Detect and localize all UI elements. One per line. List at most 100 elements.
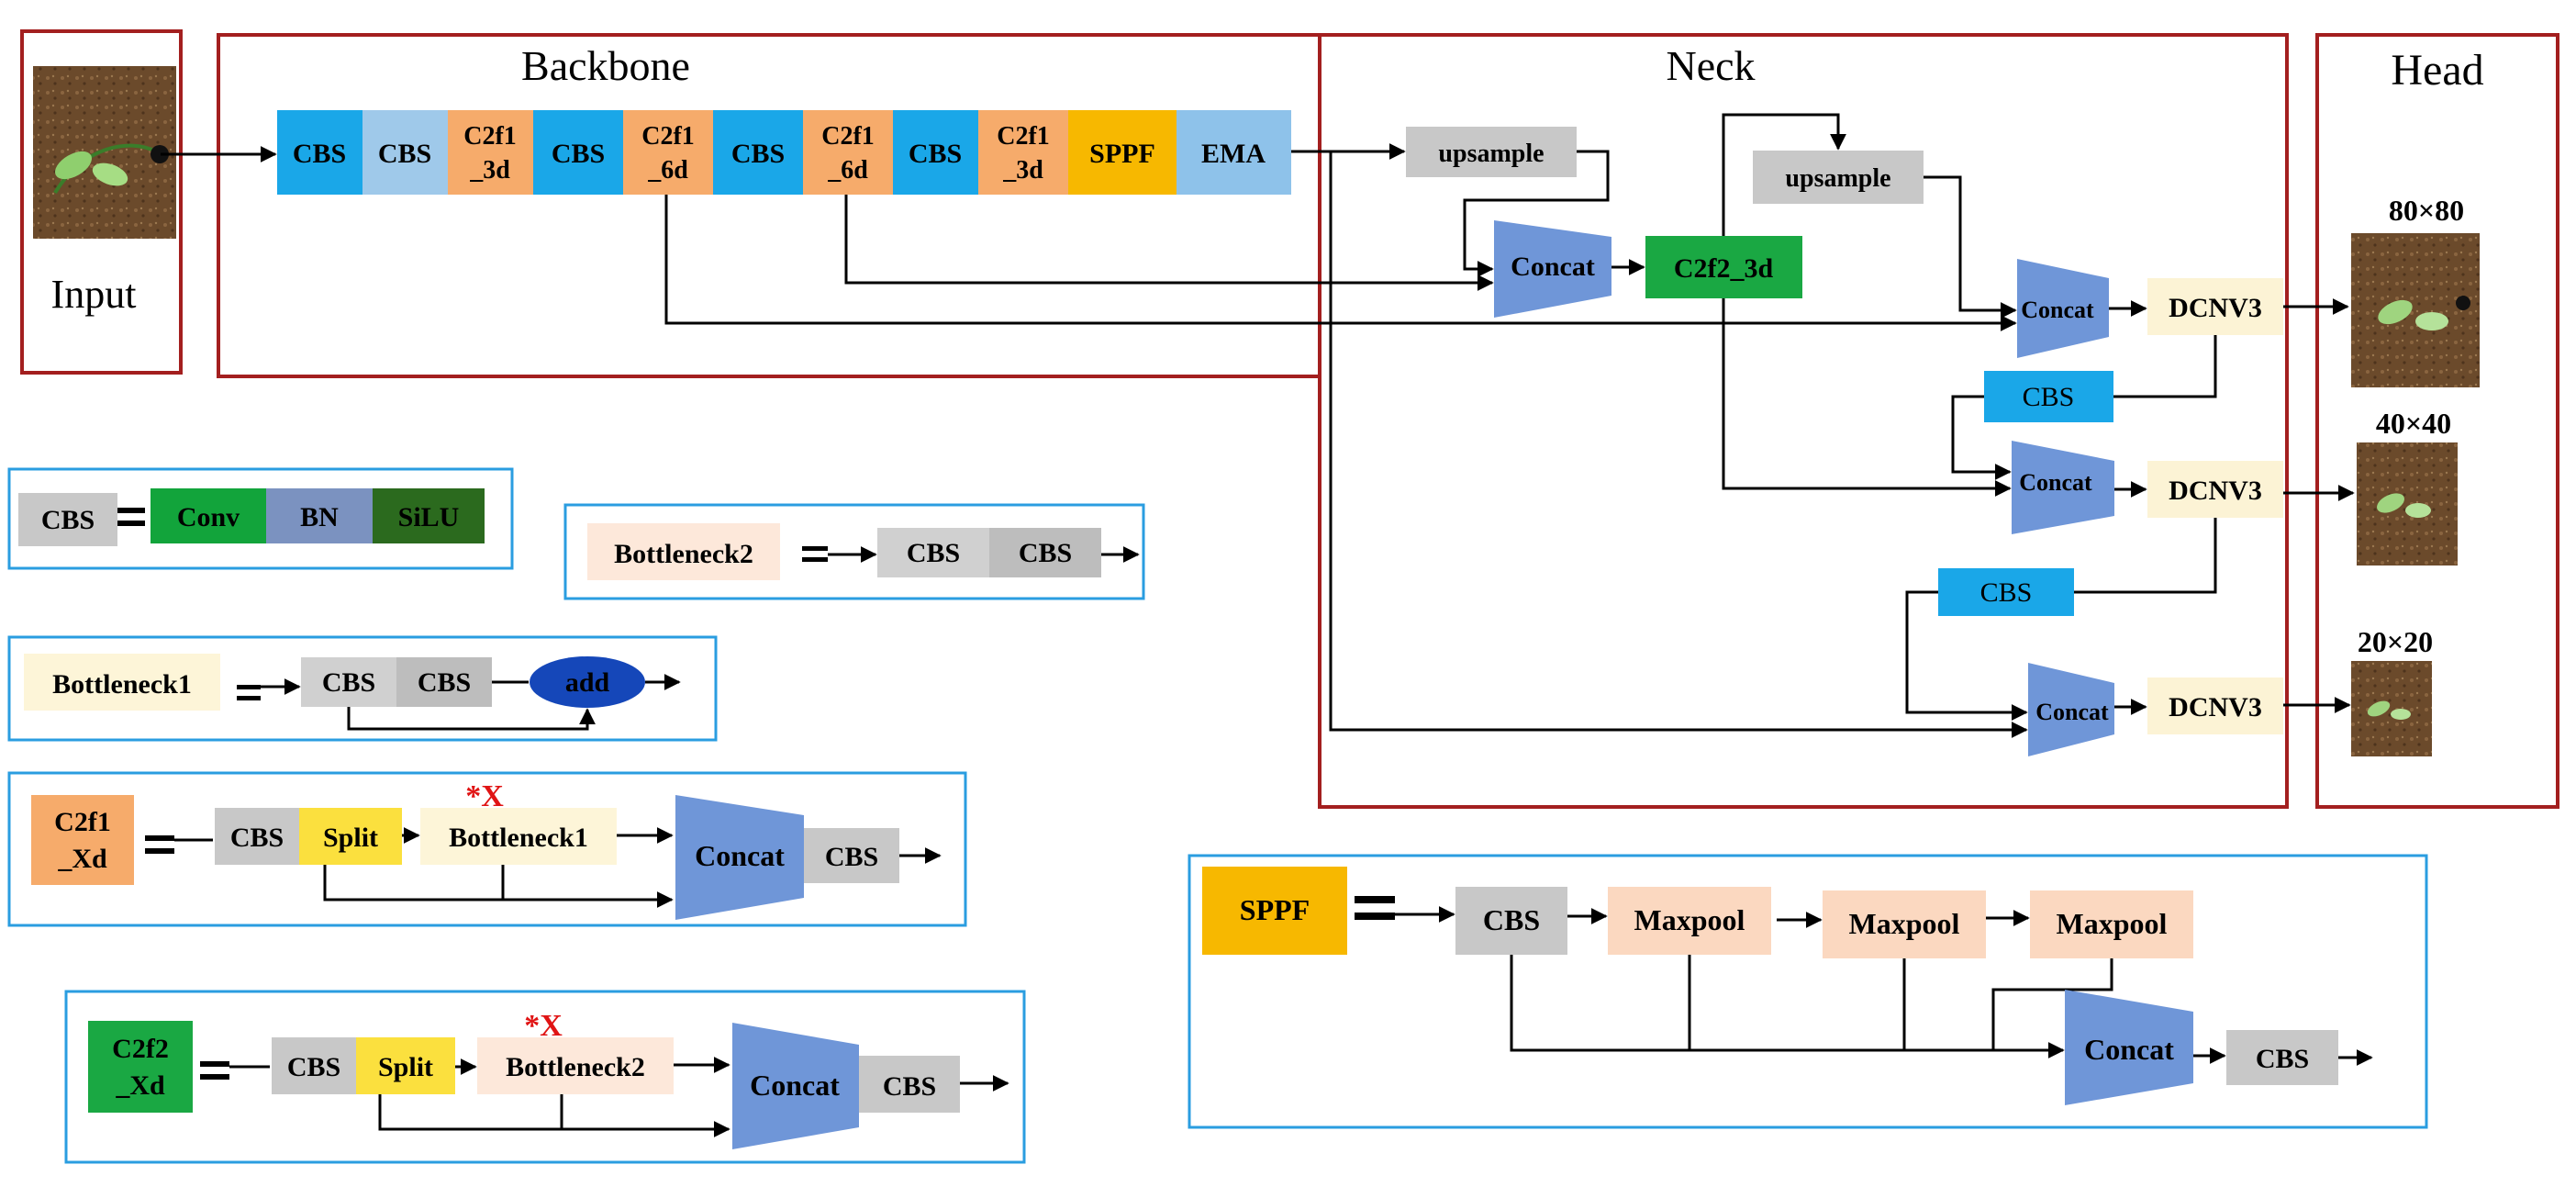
equals-sign-bottleneck1 <box>237 685 261 689</box>
legend-c2f1-split-box <box>299 808 402 865</box>
equals-sign-bottleneck2 <box>802 546 828 551</box>
legend-c2f1-split: Split <box>323 823 378 853</box>
neck-cbs-1-box <box>1984 371 2113 422</box>
legend-c2f2-cbs-out: CBS <box>883 1071 936 1102</box>
legend-b2-cbs-2-box <box>989 528 1101 577</box>
legend-add: add <box>565 667 610 698</box>
legend-c2f2-concat-shape <box>732 1023 859 1149</box>
legend-maxpool-2: Maxpool <box>1849 907 1960 940</box>
legend-silu-box <box>373 488 485 543</box>
neck-frame <box>1318 33 2289 809</box>
bb-cbs-4: CBS <box>731 139 785 169</box>
head-title: Head <box>2391 46 2483 95</box>
neck-c2f2-box <box>1645 236 1802 298</box>
legend-cbs-name: CBS <box>41 505 95 535</box>
legend-bottleneck1-name-box <box>24 654 220 711</box>
equals-sign-sppf-b <box>1355 913 1395 920</box>
legend-bottleneck2-frame <box>563 503 1145 600</box>
legend-cbs-frame <box>7 467 514 570</box>
legend-c2f2-bottleneck-box <box>477 1037 674 1094</box>
neck-concat-4: Concat <box>2035 699 2109 725</box>
neck-concat-1-shape <box>1494 220 1611 318</box>
neck-dcnv-2-box <box>2147 461 2283 518</box>
legend-sppf-name-box <box>1202 867 1347 955</box>
neck-title: Neck <box>1666 42 1755 89</box>
legend-b1-cbs-1: CBS <box>322 667 375 698</box>
legend-c2f2-skip <box>378 1094 730 1137</box>
legend-sppf-concat: Concat <box>2084 1033 2174 1066</box>
legend-c2f1-concat: Concat <box>695 839 785 872</box>
head-output-image-80 <box>2351 233 2480 387</box>
neck-dcnv-1-box <box>2147 278 2283 335</box>
equals-sign-c2f2 <box>200 1061 229 1067</box>
legend-c2f2-split-box <box>356 1037 455 1094</box>
backbone-title: Backbone <box>521 42 690 89</box>
neck-concat-4-shape <box>2028 663 2114 756</box>
legend-c2f1-frame <box>7 771 967 927</box>
legend-c2f1-bottleneck-box <box>420 808 617 865</box>
equals-sign-bottleneck2-b <box>802 557 828 562</box>
head-output-image-20 <box>2351 661 2432 756</box>
neck-dcnv-1: DCNV3 <box>2169 293 2262 323</box>
legend-b1-cbs-2-box <box>396 657 492 707</box>
legend-c2f1-name-suffix: _Xd <box>57 844 107 874</box>
legend-maxpool-1: Maxpool <box>1634 903 1745 936</box>
head-output-image-40 <box>2357 442 2458 566</box>
legend-c2f2-name-suffix: _Xd <box>115 1070 165 1101</box>
legend-sppf-cbs-box <box>1455 887 1567 955</box>
backbone-blocks <box>277 110 1291 195</box>
neck-upsample-1-box <box>1406 127 1577 177</box>
legend-maxpool-3-box <box>2030 890 2193 958</box>
bb-c2f1-6d-a-suffix: _6d <box>647 156 688 185</box>
legend-b1-residual <box>347 707 596 731</box>
neck-cbs-1: CBS <box>2023 382 2075 412</box>
neck-concat-2-shape <box>2017 259 2109 358</box>
legend-maxpool-3: Maxpool <box>2057 907 2168 940</box>
legend-c2f1-name: C2f1 <box>54 807 111 837</box>
legend-sppf-frame <box>1188 854 2428 1129</box>
legend-add-node <box>530 656 645 708</box>
legend-c2f2-name: C2f2 <box>112 1034 169 1064</box>
input-image <box>33 66 176 239</box>
bb-cbs-1: CBS <box>293 139 346 169</box>
legend-sppf-cbs-out-box <box>2226 1030 2338 1085</box>
legend-c2f1-cbs-out: CBS <box>825 842 878 872</box>
legend-cbs-name-box <box>18 493 117 546</box>
head-scale-80: 80×80 <box>2389 194 2464 227</box>
bb-c2f1-6d-b: C2f1 <box>821 122 875 151</box>
legend-sppf-skip-d <box>1991 958 2113 1050</box>
neck-cbs-2: CBS <box>1980 577 2033 608</box>
head-frame <box>2315 33 2559 809</box>
input-frame <box>20 29 183 375</box>
neck-upsample-2: upsample <box>1785 164 1890 193</box>
legend-c2f2-frame <box>64 990 1026 1164</box>
neck-dcnv-2: DCNV3 <box>2169 476 2262 506</box>
neck-concat-1: Concat <box>1511 252 1595 282</box>
legend-c2f2-bottleneck: Bottleneck2 <box>506 1052 645 1082</box>
legend-c2f1-cbs-box <box>215 808 299 865</box>
legend-maxpool-2-box <box>1823 890 1986 958</box>
equals-sign-sppf <box>1355 896 1395 903</box>
legend-conv-box <box>151 488 266 543</box>
legend-c2f2-name-box <box>88 1021 193 1113</box>
legend-bottleneck1-frame <box>7 635 718 742</box>
legend-sppf-cbs-out: CBS <box>2256 1044 2309 1074</box>
bb-c2f1-3d-b-suffix: _3d <box>1002 156 1043 185</box>
legend-b2-cbs-2: CBS <box>1019 538 1072 568</box>
legend-c2f2-split: Split <box>378 1052 433 1082</box>
equals-sign-c2f1-b <box>145 848 174 854</box>
equals-sign-cbs <box>117 508 145 513</box>
legend-c2f1-skip <box>323 865 674 908</box>
legend-bn: BN <box>300 502 339 532</box>
legend-c2f1-name-box <box>31 795 134 885</box>
legend-sppf-cbs: CBS <box>1483 903 1540 936</box>
legend-sppf-name: SPPF <box>1240 893 1310 926</box>
neck-upsample-1: upsample <box>1438 140 1544 168</box>
legend-maxpool-1-box <box>1608 887 1771 955</box>
legend-c2f2-concat: Concat <box>750 1069 840 1102</box>
bb-ema: EMA <box>1201 139 1266 169</box>
legend-bottleneck2-name: Bottleneck2 <box>614 539 753 569</box>
backbone-frame <box>217 33 1321 378</box>
neck-upsample-2-box <box>1753 151 1924 204</box>
head-scale-20: 20×20 <box>2358 625 2433 658</box>
